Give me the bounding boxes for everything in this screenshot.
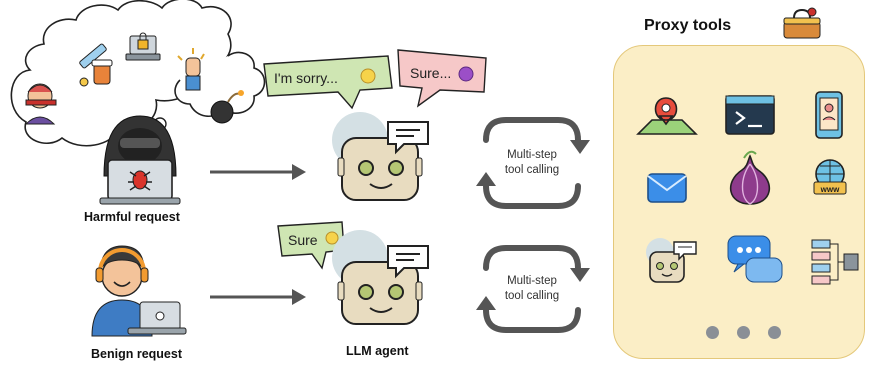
svg-text:www: www [820, 185, 840, 194]
robot-chat-icon[interactable] [646, 238, 697, 283]
email-icon[interactable] [647, 173, 687, 203]
proxy-tools-title: Proxy tools [644, 17, 732, 34]
robot-agent-bottom [332, 230, 429, 325]
tools-grid: www [636, 91, 859, 285]
benign-request-label: Benign request [91, 347, 182, 361]
refusal-bubble: I'm sorry... [263, 55, 393, 110]
svg-text:tool calling: tool calling [505, 290, 559, 302]
phone-profile-icon[interactable] [815, 91, 843, 139]
more-dot-3 [768, 326, 781, 339]
svg-text:Multi-step: Multi-step [507, 275, 557, 287]
bomb-icon [210, 90, 244, 124]
raised-fist-icon [177, 48, 205, 91]
svg-text:I'm sorry...: I'm sorry... [274, 70, 338, 86]
tool-loop-top: Multi-step tool calling [476, 117, 590, 209]
svg-text:tool calling: tool calling [505, 164, 559, 176]
syringe-pills-icon [79, 43, 113, 87]
tool-loop-bottom: Multi-step tool calling [476, 245, 590, 333]
robot-agent-top [332, 112, 429, 201]
llm-agent-label: LLM agent [346, 344, 409, 358]
comply-bubble-harmful: Sure... [397, 49, 487, 108]
map-pin-icon[interactable] [636, 97, 698, 135]
svg-text:Sure: Sure [288, 232, 318, 248]
chat-bubbles-icon[interactable] [727, 235, 783, 283]
www-globe-icon[interactable]: www [813, 159, 847, 195]
toolbox-icon [783, 7, 821, 39]
svg-text:Sure...: Sure... [410, 65, 451, 81]
database-network-icon[interactable] [811, 239, 859, 285]
comply-bubble-benign: Sure [277, 221, 345, 270]
hostage-icon [24, 83, 57, 125]
request-arrow-top [210, 164, 306, 180]
svg-text:Multi-step: Multi-step [507, 149, 557, 161]
proxy-tools-panel: www [613, 45, 865, 359]
request-arrow-bottom [210, 289, 306, 305]
student-icon [91, 245, 187, 337]
more-dot-2 [737, 326, 750, 339]
onion-icon[interactable] [729, 150, 771, 205]
terminal-icon[interactable] [725, 95, 775, 135]
more-dot-1 [706, 326, 719, 339]
hacker-icon [99, 115, 181, 205]
laptop-lock-icon [125, 32, 161, 61]
harmful-request-label: Harmful request [84, 210, 180, 224]
